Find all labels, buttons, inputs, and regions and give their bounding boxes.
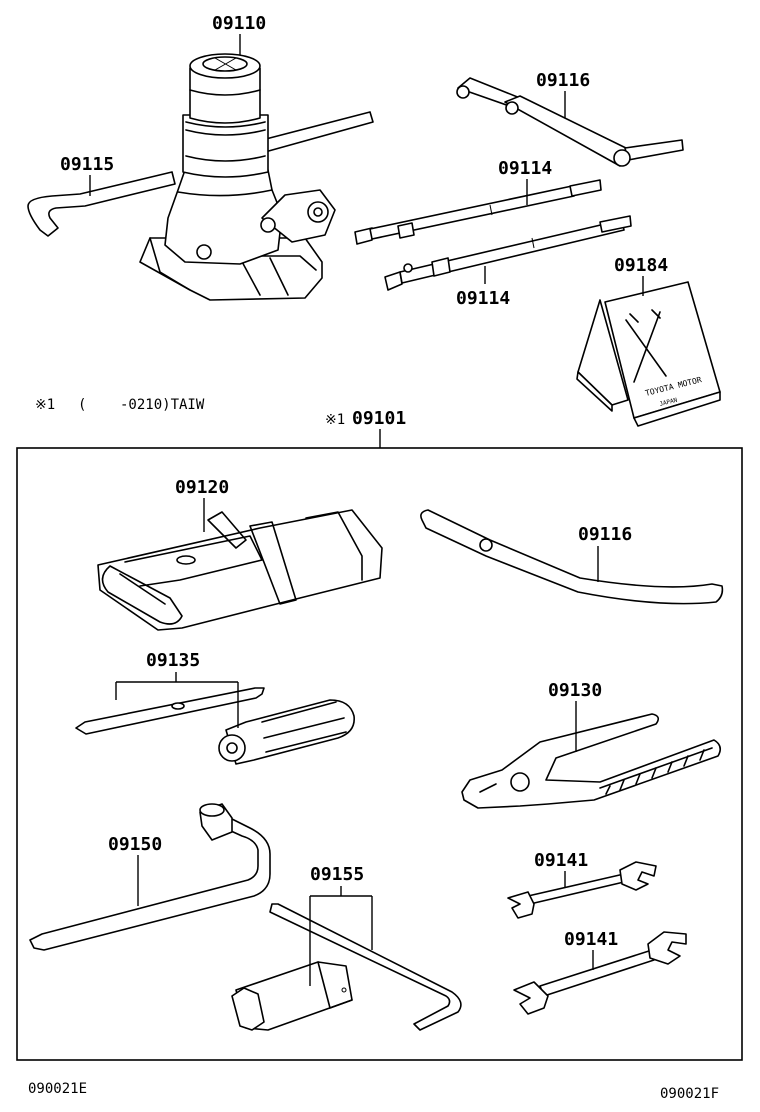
label-wheel-chock: 09184 — [614, 255, 668, 276]
extension-bar-lower-illustration — [384, 215, 632, 291]
label-wrench-small: 09141 — [534, 850, 588, 871]
label-tool-kit: 09101 — [352, 408, 406, 429]
footer-code-left: 090021E — [28, 1081, 87, 1097]
footer-code-right: 090021F — [660, 1086, 719, 1102]
handle-bent-pivot — [479, 538, 493, 552]
handle-bent-illustration — [420, 509, 724, 605]
note-open-paren: ( — [78, 397, 86, 413]
label-handle-top: 09116 — [536, 70, 590, 91]
wheel-chock-illustration: TOYOTA MOTOR JAPAN — [576, 281, 721, 427]
wrench-small-illustration — [507, 861, 657, 919]
label-ext-bar-upper: 09114 — [498, 158, 552, 179]
leader-plug-wrench — [309, 886, 373, 986]
leader-screwdriver — [115, 672, 239, 728]
tool-kit-frame — [16, 447, 743, 1061]
label-jack-handle: 09115 — [60, 154, 114, 175]
pliers-illustration — [461, 713, 722, 809]
label-ext-bar-lower: 09114 — [456, 288, 510, 309]
handle-top-illustration — [456, 77, 684, 167]
jack-handle-illustration — [27, 171, 176, 237]
tool-bag-illustration — [97, 509, 383, 631]
lug-wrench-illustration — [29, 803, 271, 951]
note-range: -0210)TAIW — [120, 397, 205, 413]
wrench-large-illustration — [513, 931, 687, 1015]
screwdriver-illustration — [75, 687, 355, 765]
kit-marker: ※1 — [325, 412, 345, 428]
label-lug-wrench: 09150 — [108, 834, 162, 855]
label-pliers: 09130 — [548, 680, 602, 701]
label-tool-bag: 09120 — [175, 477, 229, 498]
label-handle-bent: 09116 — [578, 524, 632, 545]
label-wrench-large: 09141 — [564, 929, 618, 950]
plug-wrench-illustration — [231, 903, 462, 1031]
note-marker: ※1 — [35, 397, 55, 413]
label-screwdriver: 09135 — [146, 650, 200, 671]
jack-illustration — [139, 53, 374, 301]
extension-bar-upper-illustration — [354, 179, 602, 245]
label-plug-wrench: 09155 — [310, 864, 364, 885]
label-jack: 09110 — [212, 13, 266, 34]
chock-text-line2: JAPAN — [659, 397, 679, 408]
